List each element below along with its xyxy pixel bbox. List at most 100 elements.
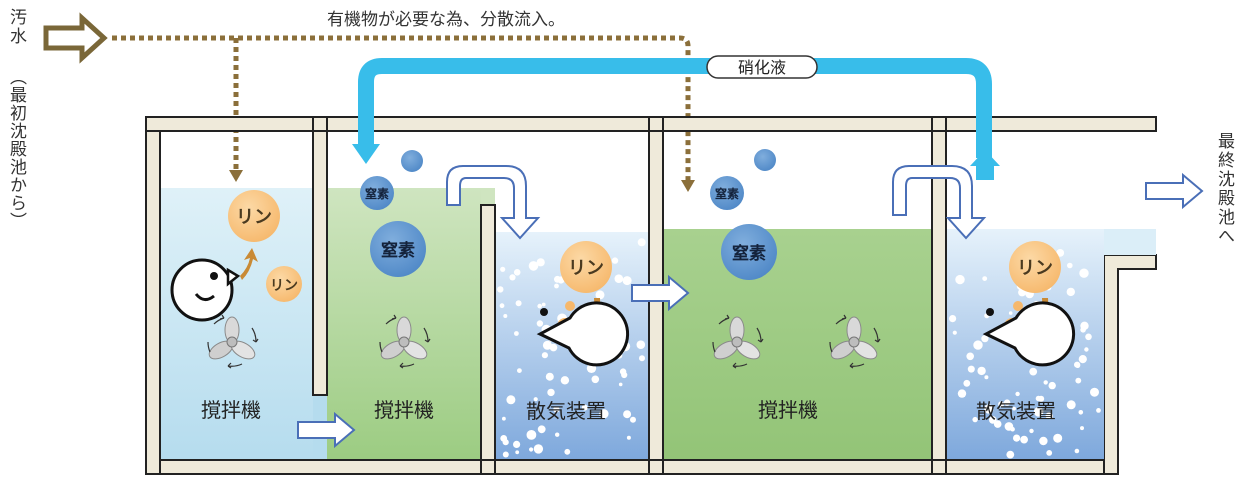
aeration-bubble [564, 448, 571, 455]
aeration-bubble [1046, 450, 1053, 456]
phosphorus-release-arrow [240, 248, 258, 280]
aeration-bubble [1085, 333, 1092, 341]
outlet-arrow [1145, 172, 1204, 210]
aeration-bubble [1075, 362, 1081, 368]
aeration-bubble [993, 420, 1002, 428]
phosphorus-big-bubble [228, 190, 280, 242]
nitrogen-big-label: 窒素 [732, 243, 766, 264]
phosphorus-label: リン [568, 258, 604, 279]
aeration-bubble [554, 283, 559, 289]
aeration-bubble [981, 335, 989, 343]
aeration-bubble [1066, 400, 1076, 410]
aeration-bubble [553, 406, 560, 413]
aeration-bubble [973, 340, 983, 350]
aeration-bubble [537, 425, 546, 434]
aeration-bubble [541, 302, 546, 307]
feed-arrowhead-1 [229, 170, 243, 182]
aeration-bubble [500, 435, 508, 442]
over-weir-arrow-2-3 [446, 165, 541, 240]
aeration-bubble [1075, 377, 1082, 384]
aeration-bubble [1029, 428, 1034, 434]
tank2-anoxic: 窒素 窒素 撹拌機 [360, 150, 434, 422]
tank2-overflow-water [481, 188, 495, 205]
inlet-source: （最初沈殿池から） [6, 68, 27, 230]
aeration-bubble [623, 410, 632, 419]
tank3-aerobic: リン 散気装置 [526, 241, 630, 423]
recycle-pipe-intake [970, 150, 1000, 180]
aeration-bubble [966, 352, 974, 361]
pacman-microbe-icon [536, 301, 630, 367]
aeration-bubble [1029, 367, 1038, 376]
aeration-bubble [599, 409, 609, 419]
aeration-bubble [581, 404, 588, 411]
nitrogen-big-bubble [721, 224, 777, 280]
aeration-bubble [533, 397, 538, 402]
aeration-bubble [547, 388, 555, 397]
phosphorus-bubble [560, 241, 612, 293]
aeration-bubble [509, 274, 516, 281]
recycle-label-box [706, 55, 818, 79]
nitrogen-small-bubble [360, 176, 394, 210]
aeration-bubble [560, 376, 570, 385]
aeration-bubble [1090, 387, 1099, 397]
aeration-bubble [636, 340, 646, 350]
aeration-bubble [1078, 410, 1084, 415]
aeration-bubble [502, 451, 509, 458]
aeration-bubble [514, 331, 519, 336]
aeration-bubble [1078, 355, 1087, 364]
aeration-bubble [1015, 391, 1020, 397]
tank1-anaerobic: リン リン 撹拌機 [170, 190, 302, 422]
aeration-bubble [1067, 262, 1073, 269]
aeration-bubble [1053, 433, 1063, 443]
aeration-bubble [541, 352, 549, 359]
aeration-bubble [621, 371, 628, 379]
nitrogen-tiny-bubble [401, 150, 423, 172]
aeration-bubble [1039, 436, 1048, 446]
aeration-bubble [956, 276, 960, 281]
aeration-bubble [1084, 347, 1089, 352]
aeration-bubble [952, 330, 957, 335]
nitrogen-small-bubble [710, 176, 744, 210]
aeration-bubble [1043, 380, 1048, 385]
phosphorus-bubble [1009, 241, 1061, 293]
aeration-bubble [1020, 435, 1028, 444]
aeration-bubble [963, 379, 971, 387]
organic-feed-lines [112, 35, 691, 182]
aeration-bubble [622, 276, 632, 286]
aeration-bubble [982, 276, 988, 281]
aeration-bubble [1033, 407, 1044, 417]
aeration-bubble [528, 261, 539, 271]
aeration-bubble [536, 258, 545, 267]
nitrogen-tiny-bubble [754, 149, 776, 171]
tank5-label: 散気装置 [976, 399, 1056, 423]
aeration-bubble [984, 375, 989, 380]
aeration-bubble [499, 303, 505, 309]
aeration-bubble [515, 300, 522, 307]
tank4-label: 撹拌機 [758, 398, 818, 422]
aeration-bubble [1079, 268, 1089, 278]
aeration-bubble [537, 303, 542, 309]
phosphorus-label: リン [1017, 258, 1053, 279]
aeration-bubble [637, 238, 646, 247]
flow-arrow-3-4 [631, 274, 690, 312]
flow-arrow-1-2 [297, 411, 356, 449]
aeration-bubble [614, 274, 624, 284]
phosphorus-dot [1013, 301, 1023, 311]
aeration-bubble [967, 365, 975, 373]
aeration-bubble [639, 355, 645, 362]
aeration-bubble [1066, 287, 1076, 297]
aeration-bubble [1080, 426, 1084, 431]
aeration-bubble [1038, 395, 1045, 402]
aeration-bubble [1003, 399, 1011, 406]
aeration-bubble [533, 444, 544, 454]
tank4-anoxic: 窒素 窒素 撹拌機 [710, 149, 881, 422]
aeration-bubble [1074, 448, 1080, 454]
aeration-bubble [977, 366, 986, 376]
inlet-label: 汚水 （最初沈殿池から） [6, 8, 27, 230]
tank1-label: 撹拌機 [201, 398, 261, 422]
aeration-bubble [502, 416, 506, 421]
aeration-bubble [513, 269, 521, 276]
outlet-channel-water [1104, 229, 1156, 255]
tank2-label: 撹拌機 [374, 398, 434, 422]
